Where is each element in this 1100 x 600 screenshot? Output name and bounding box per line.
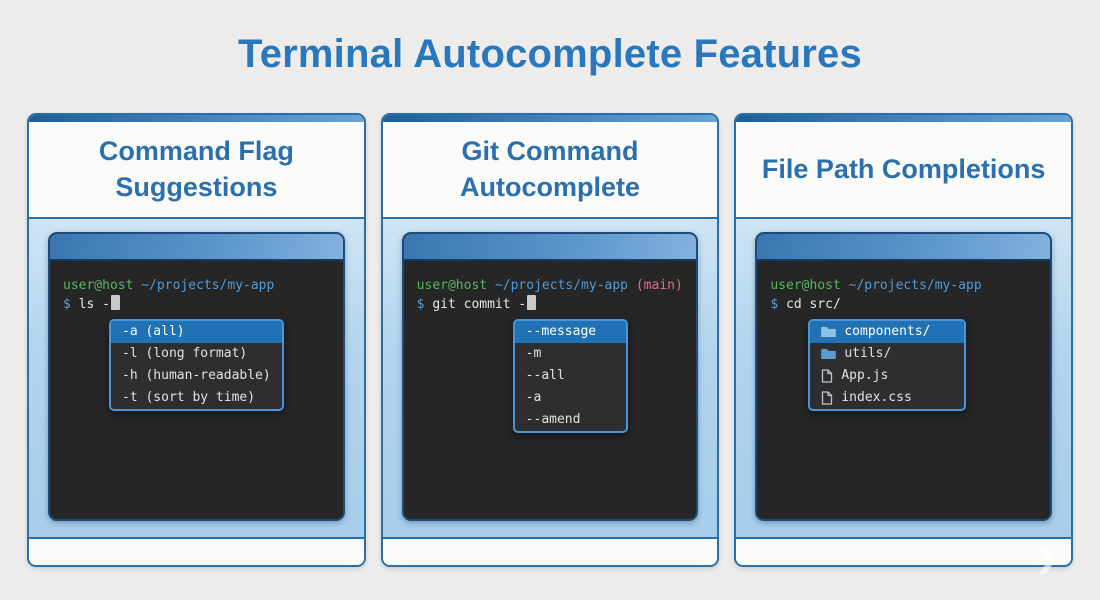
file-icon bbox=[821, 390, 833, 405]
prompt-line: user@host ~/projects/my-app (main) bbox=[417, 276, 684, 295]
dropdown-item[interactable]: -t (sort by time) bbox=[122, 390, 256, 405]
folder-icon bbox=[821, 347, 837, 360]
terminal-section: user@host ~/projects/my-app $ cd src/ co… bbox=[736, 219, 1072, 539]
autocomplete-dropdown: --message -m --all -a --amend bbox=[512, 319, 628, 433]
terminal-body[interactable]: user@host ~/projects/my-app $ cd src/ co… bbox=[757, 261, 1050, 519]
prompt-symbol: $ bbox=[63, 297, 71, 312]
command-text: git commit - bbox=[432, 297, 527, 312]
prompt-line: user@host ~/projects/my-app bbox=[63, 276, 330, 295]
dropdown-item[interactable]: -a (all) bbox=[111, 321, 282, 343]
dropdown-item[interactable]: -l (long format) bbox=[122, 346, 248, 361]
card-accent-bar bbox=[382, 115, 718, 122]
dropdown-item[interactable]: index.css bbox=[810, 387, 964, 409]
terminal-window: user@host ~/projects/my-app (main) $ git… bbox=[401, 232, 699, 521]
terminal-window: user@host ~/projects/my-app $ cd src/ co… bbox=[755, 232, 1053, 521]
terminal-window: user@host ~/projects/my-app $ ls - -a (a… bbox=[48, 232, 345, 521]
card-title: File Path Completions bbox=[761, 153, 1046, 184]
folder-icon bbox=[821, 325, 837, 338]
card-footer bbox=[382, 539, 718, 565]
prompt-symbol: $ bbox=[416, 297, 425, 312]
terminal-section: user@host ~/projects/my-app (main) $ git… bbox=[382, 219, 718, 539]
prompt-path: ~/projects/my-app bbox=[141, 278, 275, 293]
card-footer bbox=[29, 539, 364, 565]
file-icon bbox=[821, 368, 833, 383]
prompt-user: user@host bbox=[770, 278, 841, 293]
dropdown-item[interactable]: -a bbox=[525, 390, 542, 405]
card-title: Git Command Autocomplete bbox=[460, 136, 641, 202]
card-header: File Path Completions bbox=[736, 122, 1072, 219]
git-branch-label: (main) bbox=[635, 278, 683, 293]
prompt-user: user@host bbox=[63, 278, 134, 293]
card-accent-bar bbox=[29, 115, 364, 122]
text-cursor bbox=[527, 295, 537, 310]
terminal-body[interactable]: user@host ~/projects/my-app (main) $ git… bbox=[404, 261, 697, 519]
dropdown-item[interactable]: -h (human-readable) bbox=[122, 368, 271, 383]
page-title: Terminal Autocomplete Features bbox=[238, 32, 862, 76]
command-line: $ cd src/ bbox=[770, 295, 1037, 314]
terminal-section: user@host ~/projects/my-app $ ls - -a (a… bbox=[29, 219, 364, 539]
card-accent-bar bbox=[736, 115, 1072, 122]
terminal-titlebar bbox=[403, 234, 697, 261]
card-footer bbox=[736, 539, 1072, 565]
command-line: $ git commit - bbox=[417, 295, 684, 314]
terminal-titlebar bbox=[50, 234, 343, 261]
dropdown-item[interactable]: utils/ bbox=[810, 343, 964, 365]
command-text: cd src/ bbox=[786, 297, 841, 312]
dropdown-item[interactable]: --message bbox=[514, 321, 626, 343]
autocomplete-dropdown: -a (all) -l (long format) -h (human-read… bbox=[109, 319, 284, 411]
feature-cards: Command Flag Suggestions user@host ~/pro… bbox=[27, 113, 1074, 567]
command-text: ls - bbox=[78, 297, 110, 312]
card-file-paths: File Path Completions user@host ~/projec… bbox=[734, 113, 1074, 567]
dropdown-item[interactable]: App.js bbox=[810, 365, 964, 387]
prompt-path: ~/projects/my-app bbox=[848, 278, 982, 293]
dropdown-item[interactable]: --all bbox=[525, 368, 565, 383]
card-header: Command Flag Suggestions bbox=[29, 122, 364, 219]
terminal-body[interactable]: user@host ~/projects/my-app $ ls - -a (a… bbox=[50, 261, 343, 519]
card-title: Command Flag Suggestions bbox=[98, 136, 294, 202]
card-command-flags: Command Flag Suggestions user@host ~/pro… bbox=[27, 113, 366, 567]
card-git-autocomplete: Git Command Autocomplete user@host ~/pro… bbox=[380, 113, 720, 567]
prompt-symbol: $ bbox=[770, 297, 779, 312]
prompt-path: ~/projects/my-app bbox=[494, 278, 629, 293]
prompt-line: user@host ~/projects/my-app bbox=[770, 276, 1037, 295]
dropdown-item[interactable]: components/ bbox=[810, 321, 965, 343]
dropdown-item[interactable]: --amend bbox=[525, 412, 581, 427]
command-line: $ ls - bbox=[63, 295, 330, 314]
dropdown-item[interactable]: -m bbox=[525, 346, 542, 361]
autocomplete-dropdown: components/ utils/ App.js index.css bbox=[808, 319, 967, 411]
card-header: Git Command Autocomplete bbox=[382, 122, 718, 219]
text-cursor bbox=[110, 295, 120, 310]
terminal-titlebar bbox=[757, 234, 1051, 261]
prompt-user: user@host bbox=[416, 278, 488, 293]
